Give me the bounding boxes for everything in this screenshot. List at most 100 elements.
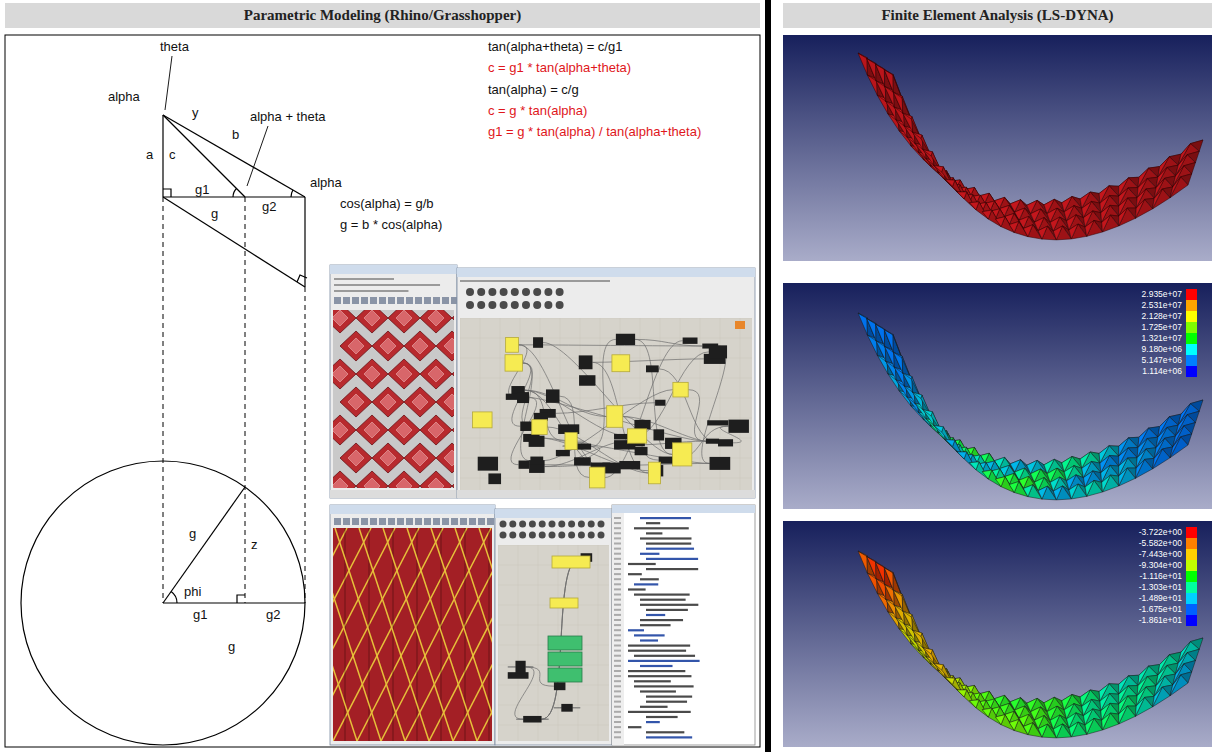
toolbar-icon (519, 521, 526, 528)
component-block (561, 704, 572, 712)
mesh-facet (945, 180, 954, 187)
mesh-facet (1153, 449, 1171, 469)
mesh-facet (867, 557, 876, 563)
title-bar (330, 265, 457, 274)
mesh-facet (913, 132, 923, 150)
fringe-swatch (1186, 289, 1197, 300)
toolbar-icon (406, 518, 413, 525)
mesh-facet (858, 313, 867, 319)
code-line (634, 680, 671, 682)
model-pattern (348, 338, 364, 354)
grid-line (460, 458, 752, 459)
section-circle (21, 461, 305, 745)
mesh-facet (1170, 437, 1188, 458)
model-panel (420, 415, 452, 445)
mesh-facet (969, 202, 979, 210)
code-line (640, 639, 658, 641)
fringe-swatch (1186, 300, 1197, 311)
code-line (628, 711, 691, 713)
line-number (614, 731, 621, 733)
pattern-line (333, 528, 381, 741)
line-number (614, 726, 621, 728)
grid-line (700, 318, 701, 490)
render-background (783, 283, 1212, 509)
mesh-facet (1119, 468, 1136, 486)
fringe-legend-row: 2.128e+07 (1142, 311, 1197, 322)
code-line (628, 660, 700, 662)
length-label: g2 (266, 608, 280, 621)
mesh-facet (902, 96, 911, 118)
toolbar-icon (598, 521, 605, 528)
mesh-facet (902, 594, 911, 616)
fringe-legend-row: -9.304e+00 (1139, 560, 1197, 571)
toolbar-icon (442, 297, 449, 304)
fringe-legend-row: 5.147e+06 (1142, 355, 1197, 366)
model-panel (404, 443, 436, 473)
fringe-value: -7.443e+00 (1139, 550, 1182, 559)
angle-label: alpha (310, 176, 342, 189)
code-line (646, 568, 698, 570)
length-label: g1 (195, 183, 209, 196)
mesh-facet (902, 356, 911, 378)
toolbar-icon (379, 518, 386, 525)
model-panel (372, 331, 404, 361)
toolbar-icon (598, 532, 605, 539)
fringe-swatch (1186, 560, 1197, 571)
toolbar-icon (466, 288, 474, 296)
mesh-facet (893, 590, 902, 611)
title-bar (495, 509, 612, 518)
mesh-facet (969, 700, 979, 708)
panel-block (627, 429, 646, 443)
angle-arc (291, 190, 293, 197)
line-number (614, 614, 621, 616)
toolbar-icon (343, 297, 350, 304)
model-pattern (380, 450, 396, 466)
grid-line (460, 338, 752, 339)
grid-line (498, 725, 609, 726)
mesh-facet (1102, 215, 1111, 232)
mesh-facet (969, 462, 979, 470)
length-label: g (211, 207, 218, 220)
code-line (646, 548, 694, 550)
panel-block (565, 433, 577, 450)
mesh-facet (903, 113, 913, 132)
angle-label: phi (184, 585, 201, 598)
component-block (523, 716, 541, 723)
grid-line (498, 545, 609, 546)
length-label: g2 (262, 200, 276, 213)
mesh-facet (1135, 199, 1144, 218)
model-panel (356, 310, 388, 333)
toolbar-icon (549, 521, 556, 528)
toolbar-icon (460, 518, 467, 525)
line-number (614, 680, 621, 682)
toolbar-icon (352, 297, 359, 304)
toolbar-icon (477, 288, 485, 296)
component-block (728, 420, 748, 433)
pattern-line (455, 528, 492, 741)
toolbar-icon (466, 301, 474, 309)
mesh-facet (945, 440, 954, 447)
code-line (640, 604, 698, 606)
mesh-facet (903, 611, 912, 617)
viewport (333, 528, 492, 741)
line-number (614, 634, 621, 636)
model-pattern (428, 366, 444, 382)
length-label: c (169, 148, 176, 161)
mesh-facet (1053, 226, 1062, 240)
component-block (554, 682, 566, 690)
toolbar-icon (370, 518, 377, 525)
panel-block (607, 406, 623, 428)
mesh-facet (982, 210, 992, 219)
grasshopper-window (495, 509, 612, 745)
mesh-facet (1170, 675, 1188, 696)
component-block (707, 420, 728, 425)
line-number (614, 594, 621, 596)
mesh-facet (1102, 475, 1111, 492)
line-number (614, 690, 621, 692)
mesh-facet (1009, 720, 1018, 731)
mesh-facet (867, 59, 876, 65)
panel-pattern (333, 528, 492, 741)
header-text: Finite Element Analysis (LS-DYNA) (881, 7, 1113, 24)
mesh-facet (957, 452, 967, 459)
toolbar-icon (588, 521, 595, 528)
